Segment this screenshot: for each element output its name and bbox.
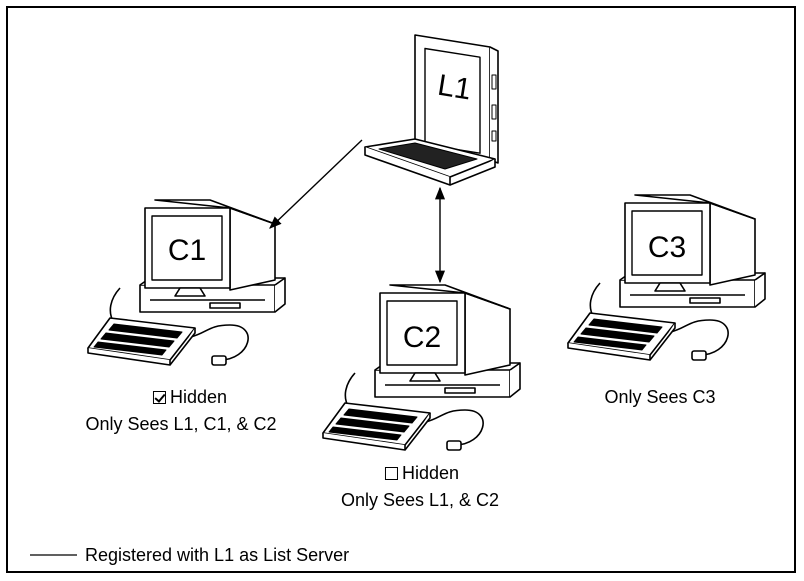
c1-sees-label: Only Sees L1, C1, & C2	[85, 414, 277, 434]
legend-text: Registered with L1 as List Server	[85, 545, 350, 565]
c3-screen-label: C3	[648, 231, 686, 264]
l1-screen-label: L1	[435, 69, 473, 107]
diagram-frame	[6, 6, 796, 573]
c3-sees-label: Only Sees C3	[604, 387, 716, 407]
c1-hidden-row: Hidden	[152, 386, 228, 409]
c2-sees-label: Only Sees L1, & C2	[340, 490, 500, 510]
workstation-c2: C2	[322, 284, 521, 451]
laptop-l1: L1	[364, 34, 499, 186]
workstation-c3: C3	[567, 194, 766, 361]
c2-hidden-checkbox	[384, 466, 398, 480]
arrow-l1-to-c1	[269, 139, 363, 229]
c1-hidden-checkbox	[152, 390, 166, 404]
c2-hidden-label: Hidden	[401, 463, 460, 483]
c1-screen-label: C1	[168, 234, 206, 267]
c2-screen-label: C2	[403, 321, 441, 354]
c2-hidden-row: Hidden	[384, 462, 460, 485]
workstation-c1: C1	[87, 199, 286, 366]
c1-hidden-label: Hidden	[169, 387, 228, 407]
